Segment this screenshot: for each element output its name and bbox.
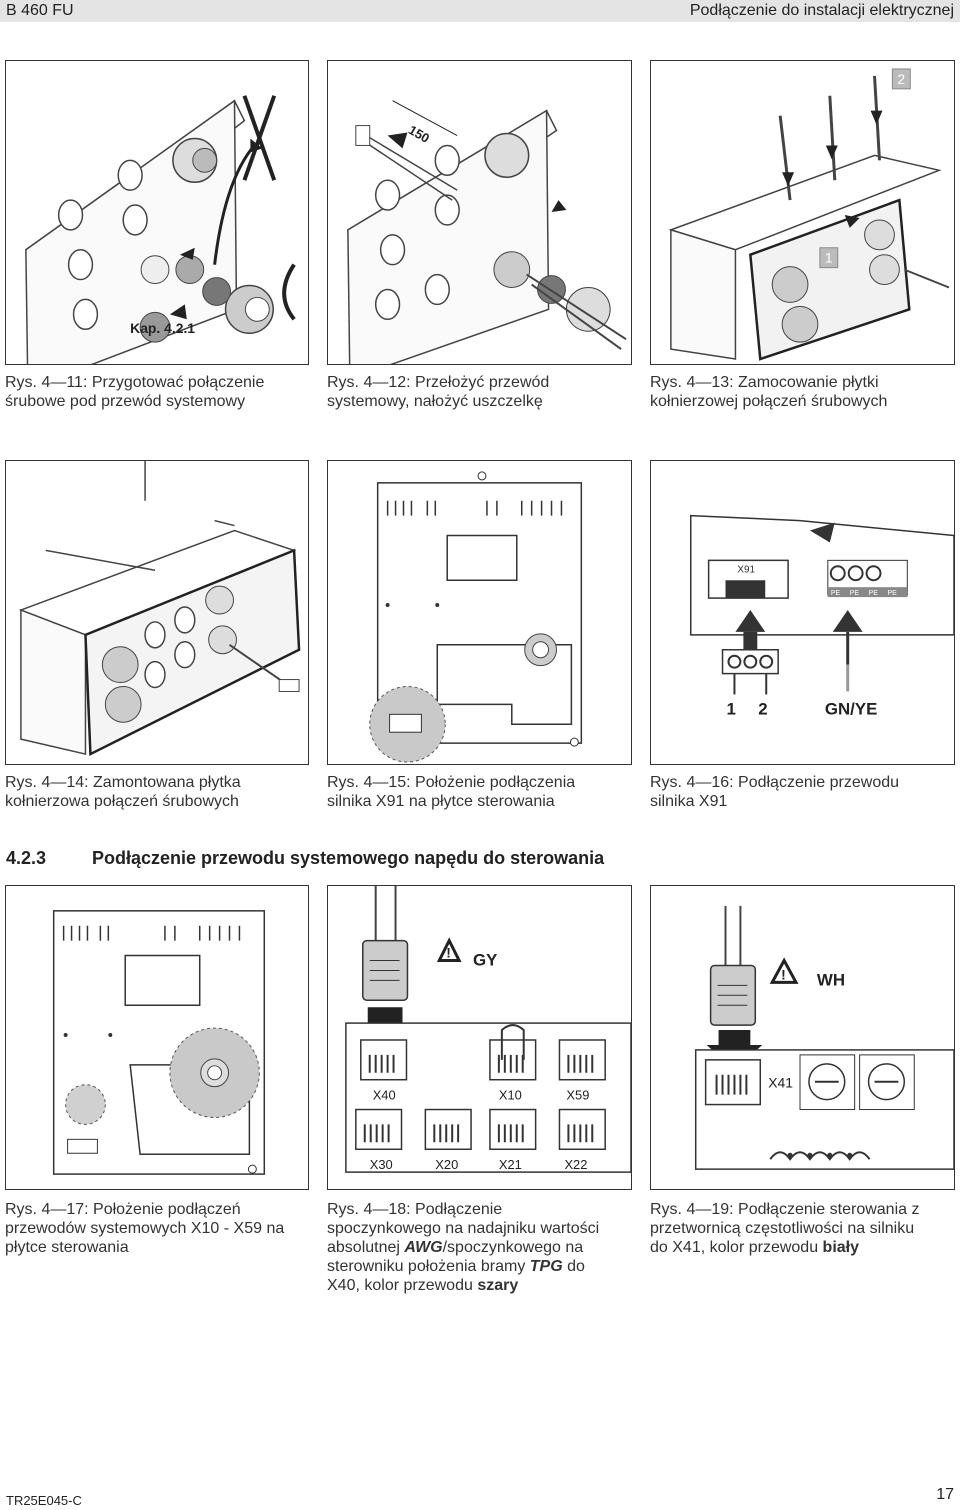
port-x41-label: X41 xyxy=(768,1075,793,1091)
caption-4-15: Rys. 4—15: Położenie podłączenia silnika… xyxy=(327,774,576,810)
figure-4-13: 2 1 xyxy=(650,60,955,365)
svg-text:PE: PE xyxy=(831,590,841,597)
port-x10-label: X10 xyxy=(499,1088,522,1103)
port-x59-label: X59 xyxy=(566,1088,589,1103)
figure-4-11: Kap. 4.2.1 xyxy=(5,60,309,365)
figure-4-16: X91 PE PE PE PE 1 2 GN/YE xyxy=(650,460,955,765)
length-dimension: 150 xyxy=(406,122,432,146)
port-x30-label: X30 xyxy=(370,1157,393,1172)
svg-text:!: ! xyxy=(446,945,451,961)
header-model: B 460 FU xyxy=(6,2,74,19)
rj-ports xyxy=(355,1024,606,1151)
figure-4-14 xyxy=(5,460,309,765)
rj-port-connection-diagram: ! GY X40 xyxy=(345,886,631,1173)
caption-4-18: Rys. 4—18: Podłączenie spoczynkowego na … xyxy=(327,1201,600,1294)
gland-preparation-drawing: Kap. 4.2.1 xyxy=(25,95,296,364)
section-title: Podłączenie przewodu systemowego napędu … xyxy=(92,848,605,868)
section-heading: 4.2.3 Podłączenie przewodu systemowego na… xyxy=(6,848,604,869)
port-x20-label: X20 xyxy=(435,1157,458,1172)
caption-4-12: Rys. 4—12: Przełożyć przewód systemowy, … xyxy=(327,374,550,410)
page-header: B 460 FU Podłączenie do instalacji elekt… xyxy=(0,0,960,22)
port-x40-label: X40 xyxy=(373,1088,396,1103)
pin-2-label: 2 xyxy=(758,699,767,718)
svg-text:PE: PE xyxy=(887,590,897,597)
cable-through-gland-drawing: 150 xyxy=(346,100,627,364)
x91-label: X91 xyxy=(737,564,755,575)
page-number: 17 xyxy=(936,1486,954,1503)
section-number: 4.2.3 xyxy=(6,848,47,868)
mounted-flange-plate-drawing xyxy=(18,461,301,757)
step-2-label: 2 xyxy=(897,71,905,87)
caption-4-17: Rys. 4—17: Położenie podłączeń przewodów… xyxy=(5,1201,285,1256)
svg-text:!: ! xyxy=(781,966,786,982)
caption-4-16: Rys. 4—16: Podłączenie przewodu silnika … xyxy=(650,774,900,810)
caption-4-14: Rys. 4—14: Zamontowana płytka kołnierzow… xyxy=(5,774,241,810)
caption-4-11: Rys. 4—11: Przygotować połączenie śrubow… xyxy=(5,374,265,410)
document-code: TR25E045-C xyxy=(6,1493,82,1508)
cable-color-wh: WH xyxy=(817,970,845,989)
header-chapter: Podłączenie do instalacji elektrycznej xyxy=(689,2,954,19)
step-2-badge xyxy=(891,68,911,90)
caption-4-13: Rys. 4—13: Zamocowanie płytki kołnierzow… xyxy=(650,374,888,410)
x91-wiring-detail: X91 PE PE PE PE 1 2 GN/YE xyxy=(689,514,954,718)
svg-text:PE: PE xyxy=(850,590,860,597)
figure-4-12: 150 xyxy=(327,60,632,365)
pin-1-label: 1 xyxy=(727,699,736,718)
control-board-x91-location xyxy=(369,471,583,763)
pe-terminal-block: PE PE PE PE xyxy=(827,559,908,597)
figure-4-15 xyxy=(327,460,632,765)
step-1-label: 1 xyxy=(825,250,833,266)
chapter-reference-label: Kap. 4.2.1 xyxy=(130,320,195,336)
port-x21-label: X21 xyxy=(499,1157,522,1172)
figure-4-19: ! WH X41 xyxy=(650,885,955,1190)
svg-text:PE: PE xyxy=(869,590,879,597)
x41-motor-connection-diagram: ! WH X41 xyxy=(694,905,954,1170)
step-1-badge xyxy=(819,247,839,269)
port-x41 xyxy=(704,1059,762,1106)
cable-color-gy: GY xyxy=(473,950,497,969)
system-cable-locations-board xyxy=(52,910,266,1175)
flange-plate-mounting-drawing: 2 1 xyxy=(668,68,950,361)
figure-4-18: ! GY X40 xyxy=(327,885,632,1190)
port-x22-label: X22 xyxy=(564,1157,587,1172)
figure-4-17 xyxy=(5,885,309,1190)
caption-4-19: Rys. 4—19: Podłączenie sterowania z prze… xyxy=(650,1201,920,1256)
ground-wire-label: GN/YE xyxy=(825,699,878,718)
